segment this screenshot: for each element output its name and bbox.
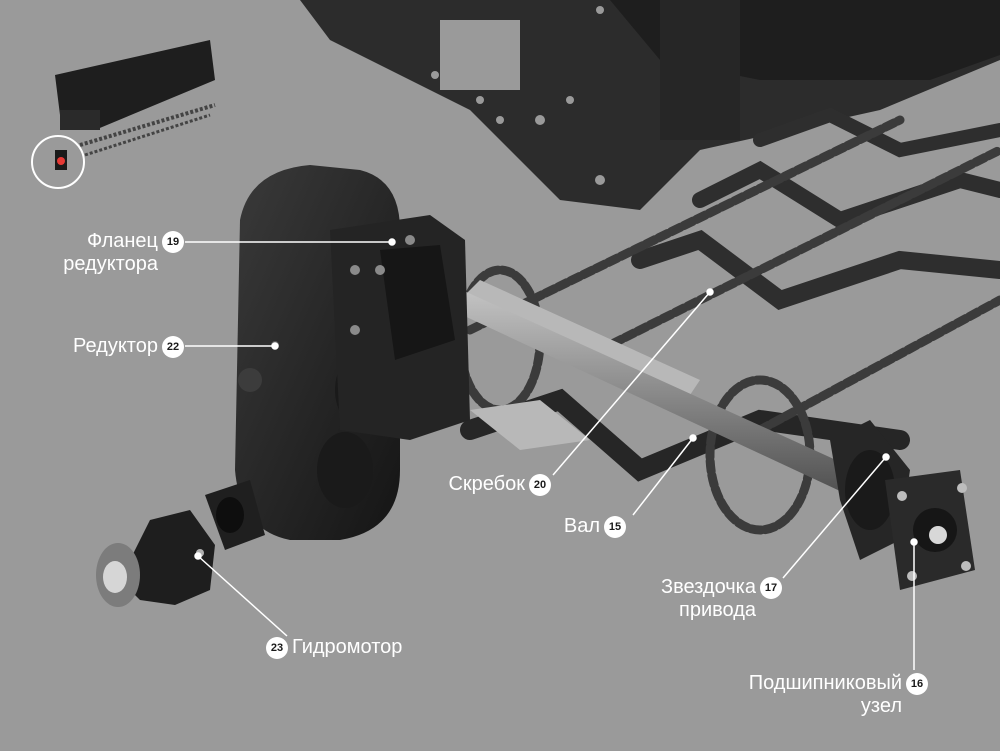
hydraulic-motor — [96, 510, 215, 607]
callout-scraper-text: Скребок — [448, 473, 525, 495]
callout-sprocket-badge: 17 — [760, 576, 782, 599]
reducer-flange — [330, 215, 470, 440]
callout-motor-text: Гидромотор — [292, 636, 403, 658]
callout-flange-badge: 19 — [162, 230, 184, 253]
callout-reducer-text: Редуктор — [73, 335, 158, 357]
callout-flange-line1: Фланец — [87, 230, 158, 252]
thumbnail-highlight-circle — [31, 135, 85, 189]
callout-sprocket-line1: Звездочка — [661, 576, 756, 598]
spreader-truck-thumbnail — [31, 40, 216, 189]
drive-sprocket — [830, 420, 910, 560]
leader-lines — [185, 238, 918, 670]
hopper-frame — [300, 0, 1000, 210]
callout-scraper-badge: 20 — [529, 473, 551, 496]
callout-shaft-text: Вал — [563, 515, 600, 537]
callout-bearing-badge: 16 — [906, 672, 928, 695]
callout-reducer-badge: 22 — [162, 335, 184, 358]
callout-flange-line2: редуктора — [63, 252, 158, 275]
callout-sprocket-line2: привода — [678, 598, 756, 621]
bearing-unit — [885, 470, 975, 590]
callout-bearing-line1: Подшипниковый — [748, 672, 902, 694]
callout-shaft-badge: 15 — [604, 515, 626, 538]
callout-bearing-line2: узел — [860, 694, 902, 717]
callout-motor-badge: 23 — [266, 636, 288, 659]
